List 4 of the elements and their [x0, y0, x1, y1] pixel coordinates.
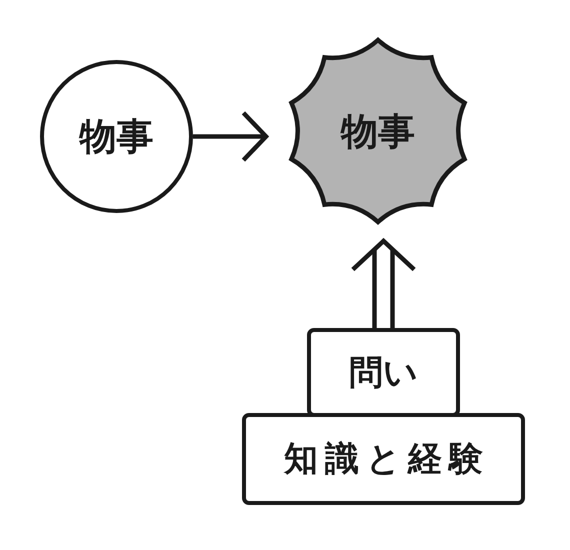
circle-node: 物事	[40, 60, 193, 213]
double-arrow	[352, 238, 415, 330]
arrow	[193, 112, 268, 161]
text-box: 知識と経験	[242, 413, 525, 505]
